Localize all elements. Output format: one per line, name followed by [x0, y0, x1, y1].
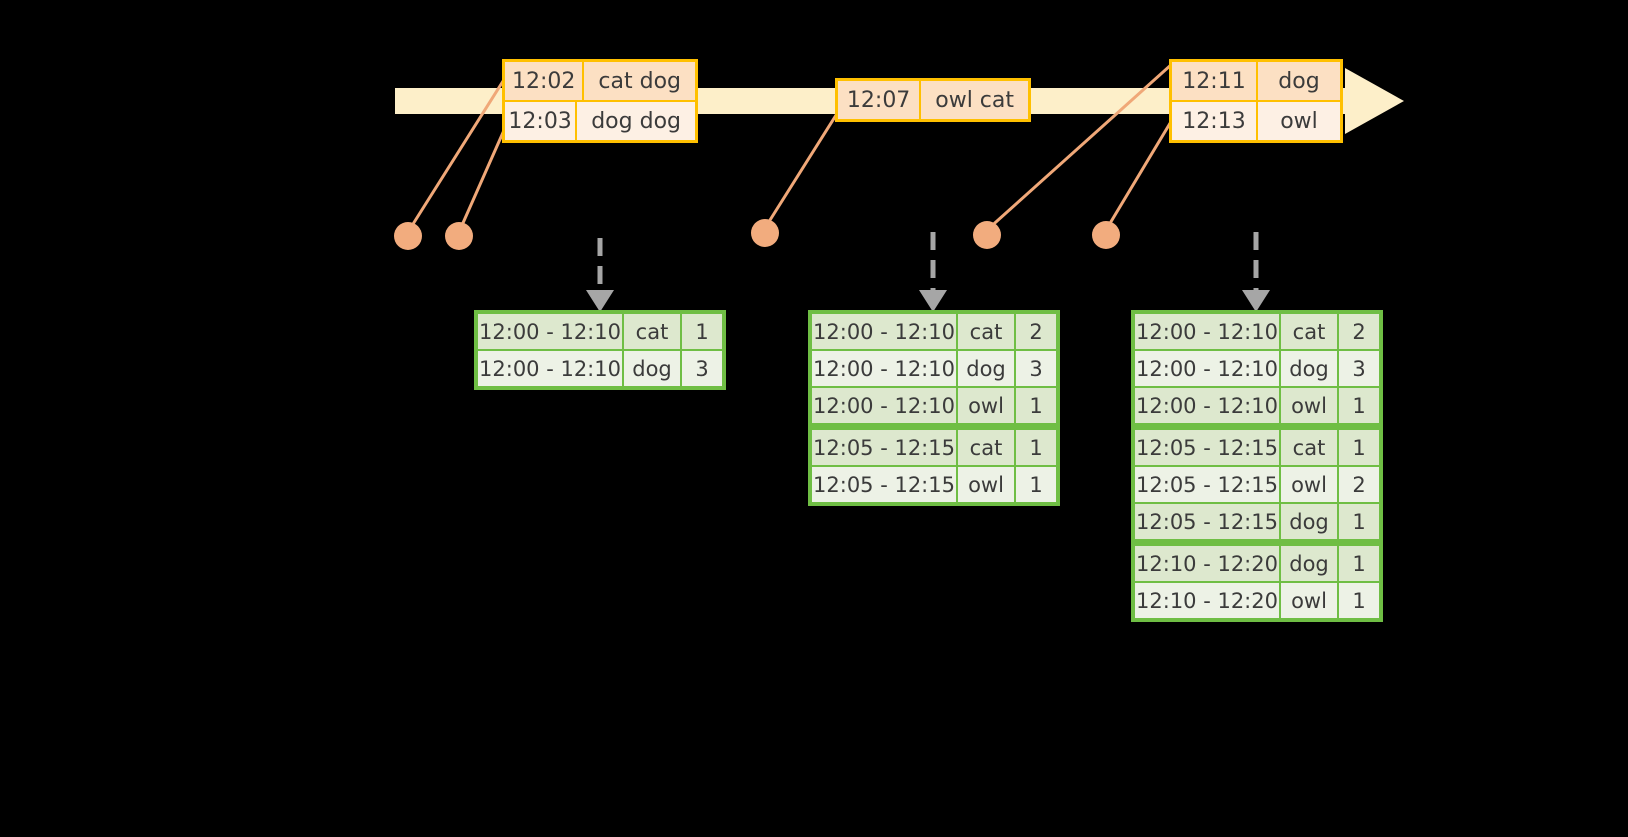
emit-arrow-2	[919, 232, 947, 312]
count-cell: 1	[1339, 430, 1379, 465]
word-cell: dog	[1281, 546, 1337, 581]
window-cell: 12:05 - 12:15	[812, 430, 956, 465]
window-cell: 12:05 - 12:15	[1135, 504, 1279, 539]
event-group-3[interactable]: 12:11 dog 12:13 owl	[1169, 59, 1343, 143]
event-time: 12:07	[838, 81, 922, 119]
count-cell: 1	[1339, 388, 1379, 423]
event-row[interactable]: 12:07 owl cat	[838, 81, 1028, 119]
count-cell: 1	[682, 314, 722, 349]
window-cell: 12:00 - 12:10	[812, 388, 956, 423]
event-marker-1-dot	[394, 222, 422, 250]
window-group-separator	[1135, 425, 1379, 428]
count-cell: 2	[1016, 314, 1056, 349]
event-words: owl cat	[921, 81, 1028, 119]
window-cell: 12:00 - 12:10	[478, 351, 622, 386]
word-cell: owl	[1281, 583, 1337, 618]
word-cell: owl	[1281, 388, 1337, 423]
window-cell: 12:05 - 12:15	[1135, 467, 1279, 502]
count-cell: 1	[1339, 546, 1379, 581]
word-cell: dog	[624, 351, 680, 386]
event-marker-3-dot	[751, 219, 779, 247]
word-cell: owl	[958, 467, 1014, 502]
count-cell: 3	[682, 351, 722, 386]
emit-arrow-3	[1242, 232, 1270, 312]
count-cell: 1	[1016, 430, 1056, 465]
window-cell: 12:05 - 12:15	[1135, 430, 1279, 465]
event-time: 12:11	[1172, 62, 1258, 100]
count-cell: 3	[1016, 351, 1056, 386]
word-cell: cat	[624, 314, 680, 349]
event-time: 12:02	[505, 62, 585, 100]
count-cell: 2	[1339, 467, 1379, 502]
event-words: dog dog	[577, 102, 695, 140]
emit-arrow-1	[586, 238, 614, 312]
event-group-2[interactable]: 12:07 owl cat	[835, 78, 1031, 122]
window-cell: 12:05 - 12:15	[812, 467, 956, 502]
window-cell: 12:10 - 12:20	[1135, 583, 1279, 618]
event-marker-dots	[394, 219, 1120, 250]
event-marker-4-dot	[973, 221, 1001, 249]
event-row[interactable]: 12:02 cat dog	[505, 62, 695, 100]
event-words: cat dog	[584, 62, 695, 100]
event-marker-2-dot	[445, 222, 473, 250]
event-time: 12:13	[1172, 102, 1258, 140]
event-marker-5-dot	[1092, 221, 1120, 249]
word-cell: dog	[1281, 504, 1337, 539]
event-words: dog	[1258, 62, 1340, 100]
event-row[interactable]: 12:03 dog dog	[505, 100, 695, 140]
event-time: 12:03	[505, 102, 578, 140]
word-cell: cat	[1281, 430, 1337, 465]
window-cell: 12:00 - 12:10	[812, 351, 956, 386]
count-cell: 3	[1339, 351, 1379, 386]
window-cell: 12:00 - 12:10	[1135, 388, 1279, 423]
word-cell: owl	[1281, 467, 1337, 502]
event-row[interactable]: 12:11 dog	[1172, 62, 1340, 100]
window-cell: 12:00 - 12:10	[1135, 314, 1279, 349]
word-cell: dog	[1281, 351, 1337, 386]
count-cell: 1	[1016, 467, 1056, 502]
window-group-separator	[812, 425, 1056, 428]
window-cell: 12:00 - 12:10	[478, 314, 622, 349]
count-cell: 1	[1339, 504, 1379, 539]
word-cell: owl	[958, 388, 1014, 423]
window-cell: 12:00 - 12:10	[1135, 351, 1279, 386]
word-cell: cat	[958, 430, 1014, 465]
event-row[interactable]: 12:13 owl	[1172, 100, 1340, 140]
window-cell: 12:00 - 12:10	[812, 314, 956, 349]
word-cell: dog	[958, 351, 1014, 386]
word-cell: cat	[1281, 314, 1337, 349]
window-cell: 12:10 - 12:20	[1135, 546, 1279, 581]
event-group-1[interactable]: 12:02 cat dog 12:03 dog dog	[502, 59, 698, 143]
count-cell: 1	[1339, 583, 1379, 618]
window-group-separator	[1135, 541, 1379, 544]
count-cell: 1	[1016, 388, 1056, 423]
count-cell: 2	[1339, 314, 1379, 349]
emit-arrows	[586, 232, 1270, 312]
word-cell: cat	[958, 314, 1014, 349]
event-words: owl	[1258, 102, 1340, 140]
